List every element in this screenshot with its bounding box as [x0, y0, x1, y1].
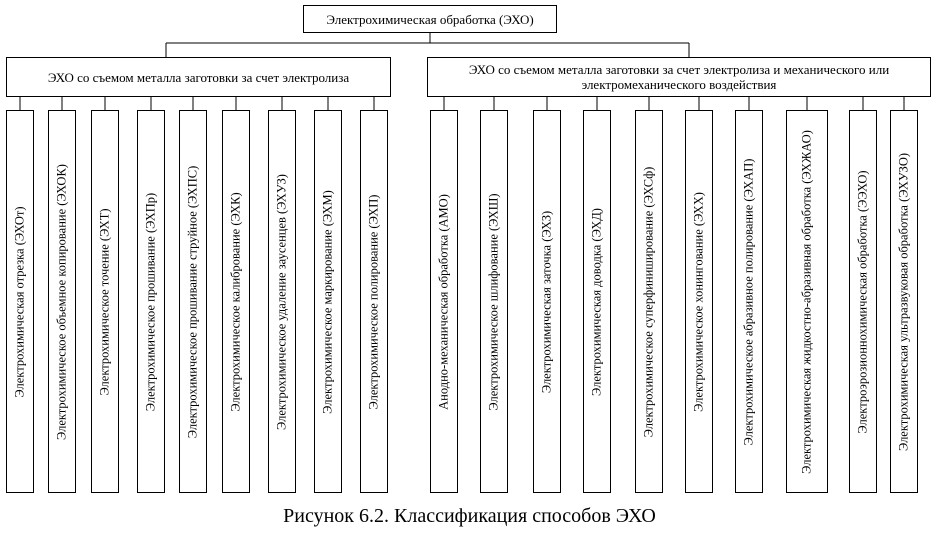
leaf-label: Электрохимическое абразивное полирование…	[741, 158, 756, 445]
right-leaf: Электрохимическая заточка (ЭХЗ)	[533, 110, 561, 493]
left-leaf: Электрохимическое маркирование (ЭХМ)	[314, 110, 342, 493]
left-leaf: Электрохимическая отрезка (ЭХОт)	[6, 110, 34, 493]
leaf-label: Электрохимическая отрезка (ЭХОт)	[12, 205, 27, 398]
left-leaf: Электрохимическое полирование (ЭХП)	[360, 110, 388, 493]
right-leaf: Электрохимическое абразивное полирование…	[735, 110, 763, 493]
group-right-node: ЭХО со съемом металла заготовки за счет …	[427, 57, 931, 97]
left-leaf: Электрохимическое прошивание (ЭХПр)	[137, 110, 165, 493]
leaf-label: Электрохимическая заточка (ЭХЗ)	[539, 210, 554, 393]
leaf-label: Электрохимическое точение (ЭХТ)	[97, 207, 112, 396]
leaf-label: Электрохимическое прошивание (ЭХПр)	[143, 192, 158, 411]
leaf-label: Электрохимическое суперфиниширование (ЭХ…	[641, 166, 656, 437]
leaf-label: Электрохимическое удаление заусенцев (ЭХ…	[274, 173, 289, 430]
leaf-label: Электрохимическое калибрование (ЭХК)	[228, 191, 243, 412]
right-leaf: Электрохимическая доводка (ЭХД)	[583, 110, 611, 493]
leaf-label: Электрохимическое маркирование (ЭХМ)	[320, 189, 335, 414]
group-left-node: ЭХО со съемом металла заготовки за счет …	[6, 57, 391, 97]
right-leaf: Электрохимическое суперфиниширование (ЭХ…	[635, 110, 663, 493]
right-leaf: Электрохимическое шлифование (ЭХШ)	[480, 110, 508, 493]
group-left-label: ЭХО со съемом металла заготовки за счет …	[47, 69, 350, 85]
right-leaf: Электрохимическое хонингование (ЭХХ)	[685, 110, 713, 493]
leaf-label: Электрохимическое хонингование (ЭХХ)	[691, 191, 706, 412]
left-leaf: Электрохимическое точение (ЭХТ)	[91, 110, 119, 493]
right-leaf: Электрохимическая жидкостно-абразивная о…	[786, 110, 828, 493]
left-leaf: Электрохимическое объемное копирование (…	[48, 110, 76, 493]
left-leaf: Электрохимическое удаление заусенцев (ЭХ…	[268, 110, 296, 493]
leaf-label: Электрохимическая жидкостно-абразивная о…	[799, 129, 814, 474]
leaf-label: Электроэрозионнохимическая обработка (ЭЭ…	[855, 169, 870, 434]
leaf-label: Электрохимическое полирование (ЭХП)	[366, 194, 381, 409]
group-right-label: ЭХО со съемом металла заготовки за счет …	[468, 62, 890, 92]
left-leaf: Электрохимическое прошивание струйное (Э…	[179, 110, 207, 493]
leaf-label: Электрохимическое прошивание струйное (Э…	[185, 165, 200, 438]
right-leaf: Электроэрозионнохимическая обработка (ЭЭ…	[849, 110, 877, 493]
leaf-label: Электрохимическое объемное копирование (…	[54, 163, 69, 440]
left-leaf: Электрохимическое калибрование (ЭХК)	[222, 110, 250, 493]
leaf-label: Электрохимическая доводка (ЭХД)	[589, 207, 604, 396]
right-leaf: Электрохимическая ультразвуковая обработ…	[890, 110, 918, 493]
leaf-label: Электрохимическая ультразвуковая обработ…	[896, 152, 911, 451]
right-leaf: Анодно-механическая обработка (АМО)	[430, 110, 458, 493]
leaf-label: Анодно-механическая обработка (АМО)	[436, 193, 451, 410]
root-node: Электрохимическая обработка (ЭХО)	[303, 5, 557, 33]
leaf-label: Электрохимическое шлифование (ЭХШ)	[486, 192, 501, 411]
figure-caption: Рисунок 6.2. Классификация способов ЭХО	[283, 505, 656, 527]
root-node-label: Электрохимическая обработка (ЭХО)	[326, 11, 534, 27]
